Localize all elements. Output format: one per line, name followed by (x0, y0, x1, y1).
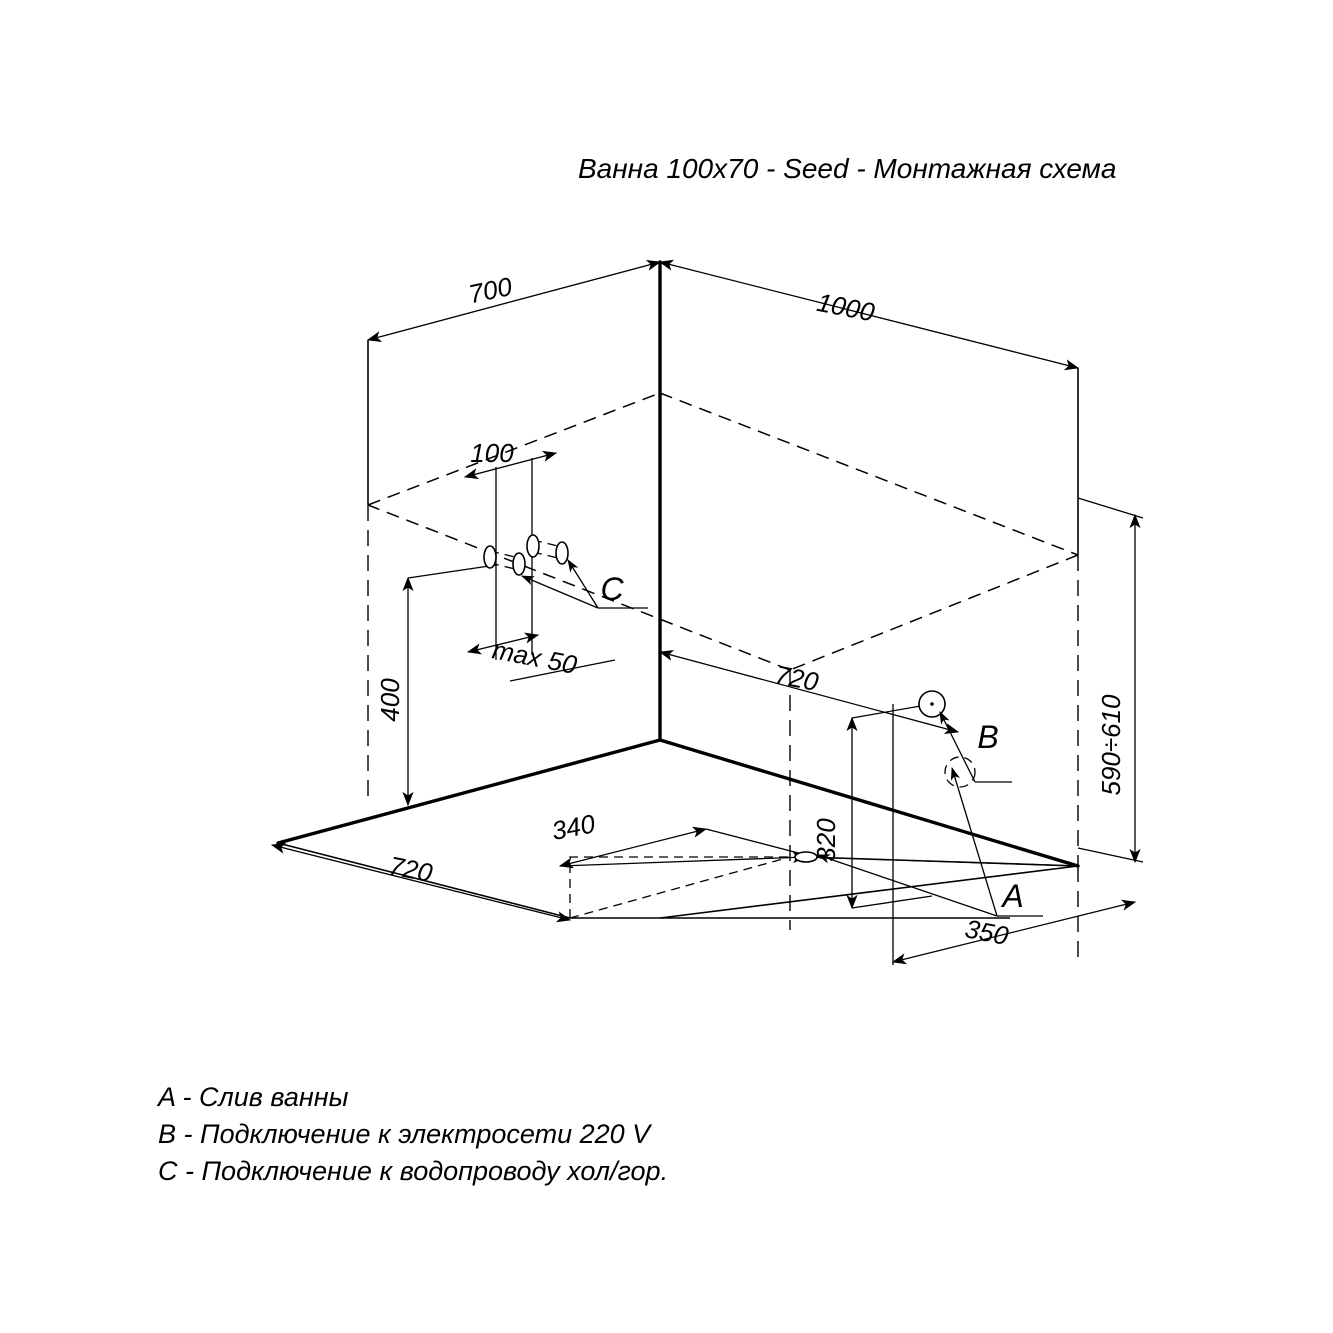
leader-a (816, 766, 1043, 917)
dimension-720-floor (270, 842, 572, 923)
footprint-edge-g (659, 865, 1079, 919)
marker-label-a: A (1000, 878, 1023, 914)
pipe-cold-icon (483, 545, 526, 576)
extension-lines (367, 340, 1079, 960)
dim-label-max-50: max 50 (490, 634, 580, 680)
dim-witness-590-top (1077, 497, 1144, 519)
dim-line-1000 (658, 259, 1080, 371)
drain-icons (794, 756, 976, 863)
dim-label-400: 400 (375, 678, 405, 722)
dim-witness-320-bottom (851, 895, 933, 909)
dim-label-720-mid: 720 (773, 659, 822, 697)
rim-edge-back-left (367, 392, 661, 506)
dim-label-340: 340 (549, 808, 598, 846)
dim-line-100 (463, 450, 558, 480)
electrical-outlet-icon (918, 690, 946, 718)
leader-b-to-outlet (939, 711, 976, 783)
dimension-700 (366, 259, 662, 343)
page-title: Ванна 100x70 - Seed - Монтажная схема (578, 153, 1116, 184)
dim-label-1000: 1000 (814, 287, 877, 328)
leader-a-to-floor-drain (816, 854, 998, 917)
dim-label-100: 100 (470, 438, 514, 468)
rim-edge-front-right (789, 554, 1079, 671)
legend-item-a: A - Слив ванны (156, 1082, 349, 1112)
leader-c (521, 559, 648, 609)
rim-edge-front-left (367, 504, 791, 671)
dimension-350 (891, 704, 1137, 965)
dim-label-350: 350 (963, 913, 1012, 951)
dim-label-590-610: 590÷610 (1096, 694, 1126, 796)
dimension-1000 (658, 259, 1080, 371)
dimension-590-610 (1077, 497, 1144, 864)
legend-item-c: C - Подключение к водопроводу хол/гор. (158, 1156, 668, 1186)
dimension-400 (402, 564, 497, 807)
dim-line-max50 (466, 632, 540, 655)
dimension-720-mid (658, 649, 960, 735)
bath-rim-outline (367, 392, 1079, 671)
leader-a-to-wall-drain (950, 766, 998, 917)
leader-c-to-hot (567, 559, 599, 609)
dim-line-340-to-drain (559, 851, 808, 867)
dim-line-700 (366, 259, 662, 343)
dim-witness-590-bottom (1077, 847, 1144, 863)
dim-label-320: 320 (811, 818, 841, 862)
footprint-inner-edge-e (569, 856, 791, 919)
dim-line-340 (558, 826, 708, 869)
dim-line-720-floor (270, 842, 572, 923)
footprint-edge-a (277, 739, 661, 844)
dim-ext-340 (705, 828, 807, 856)
footprint-edge-b (659, 739, 1079, 867)
dim-label-700: 700 (466, 271, 515, 309)
rim-edge-back-right (659, 392, 1079, 556)
bath-body-outline (276, 260, 1080, 868)
dimension-320 (846, 703, 933, 910)
legend-item-b: B - Подключение к электросети 220 V (158, 1119, 653, 1149)
dim-underline-max50 (509, 659, 616, 682)
leader-c-to-cold (521, 575, 599, 609)
dim-label-720-floor: 720 (387, 850, 436, 888)
dimension-340 (558, 826, 808, 869)
leader-b (939, 711, 1012, 783)
pipe-hot-icon (526, 534, 569, 565)
marker-label-c: C (600, 571, 624, 607)
dimension-max-50 (466, 632, 616, 682)
marker-label-b: B (977, 719, 998, 755)
water-supply-pipes (483, 534, 569, 576)
dim-line-720-mid (658, 649, 960, 735)
dim-line-350 (891, 899, 1137, 965)
dim-witness-400 (407, 564, 497, 579)
